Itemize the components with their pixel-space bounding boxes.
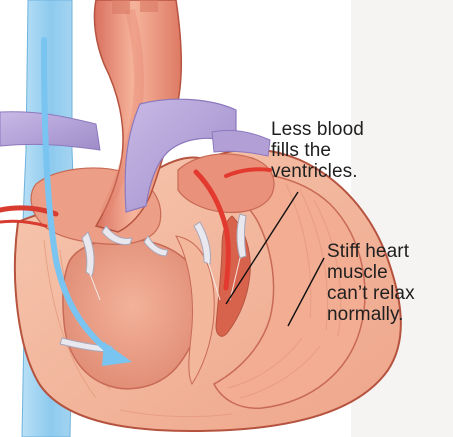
- label-stiff-muscle-line-4: normally.: [327, 304, 415, 325]
- mitral-valve-2: [237, 214, 246, 258]
- label-stiff-muscle-line-3: can’t relax: [327, 283, 415, 304]
- label-stiff-muscle-line-1: Stiff heart: [327, 241, 415, 262]
- label-stiff-muscle-line-2: muscle: [327, 262, 415, 283]
- label-less-blood-line-1: Less blood: [271, 119, 364, 140]
- label-less-blood: Less blood fills the ventricles.: [271, 119, 364, 182]
- pulmonary-vein-right: [212, 130, 270, 156]
- label-less-blood-line-2: fills the: [271, 140, 364, 161]
- pulmonary-vein-left: [0, 112, 100, 150]
- label-less-blood-line-3: ventricles.: [271, 161, 364, 182]
- label-stiff-muscle: Stiff heart muscle can’t relax normally.: [327, 241, 415, 325]
